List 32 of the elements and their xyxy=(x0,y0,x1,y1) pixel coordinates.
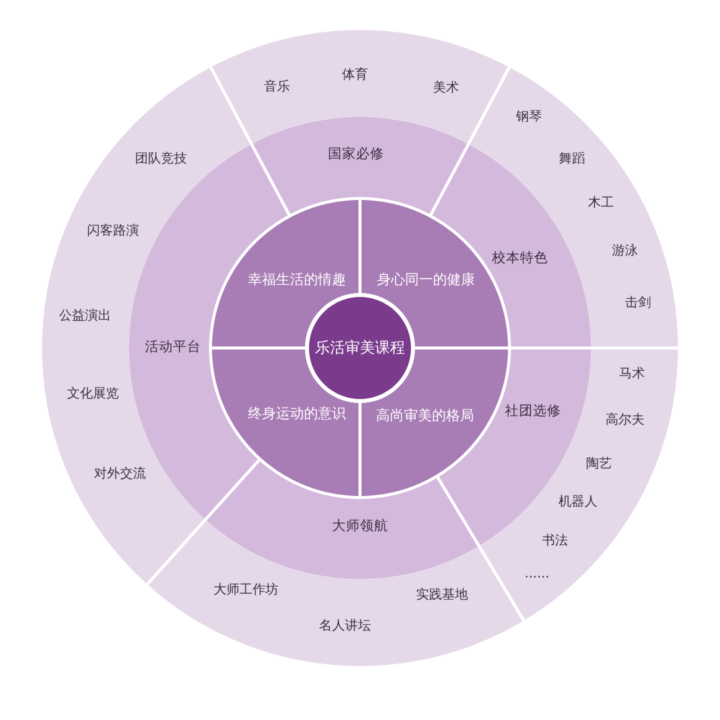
category-label: 国家必修 xyxy=(328,147,384,163)
category-label: 社团选修 xyxy=(505,404,561,420)
quadrant-label: 终身运动的意识 xyxy=(248,406,346,422)
quadrant-label: 幸福生活的情趣 xyxy=(248,272,346,288)
item-label: 名人讲坛 xyxy=(319,620,371,634)
item-label: 闪客路演 xyxy=(87,224,139,240)
item-label: 团队竞技 xyxy=(135,152,187,168)
item-label: 木工 xyxy=(588,196,614,212)
item-label: 钢琴 xyxy=(516,110,542,126)
quadrant-label: 高尚审美的格局 xyxy=(376,408,474,424)
item-label: 对外交流 xyxy=(94,468,146,482)
item-label: 舞蹈 xyxy=(559,152,585,168)
item-label: 大师工作坊 xyxy=(214,584,278,598)
item-label: 机器人 xyxy=(558,496,598,510)
category-label: 活动平台 xyxy=(145,340,201,356)
item-label: 陶艺 xyxy=(586,458,612,472)
category-label: 校本特色 xyxy=(492,251,548,267)
item-label: ...... xyxy=(524,568,550,582)
item-label: 书法 xyxy=(542,534,568,550)
category-label: 大师领航 xyxy=(332,519,388,535)
item-label: 文化展览 xyxy=(67,388,119,402)
center-label: 乐活审美课程 xyxy=(315,339,405,357)
item-label: 公益演出 xyxy=(59,310,111,324)
quadrant-label: 身心同一的健康 xyxy=(377,272,475,288)
item-label: 游泳 xyxy=(612,244,638,260)
item-label: 美术 xyxy=(433,82,459,96)
item-label: 实践基地 xyxy=(416,588,468,604)
item-label: 高尔夫 xyxy=(606,414,644,428)
item-label: 体育 xyxy=(342,68,368,84)
item-label: 击剑 xyxy=(625,296,651,312)
item-label: 音乐 xyxy=(264,80,290,96)
item-label: 马术 xyxy=(619,368,645,382)
